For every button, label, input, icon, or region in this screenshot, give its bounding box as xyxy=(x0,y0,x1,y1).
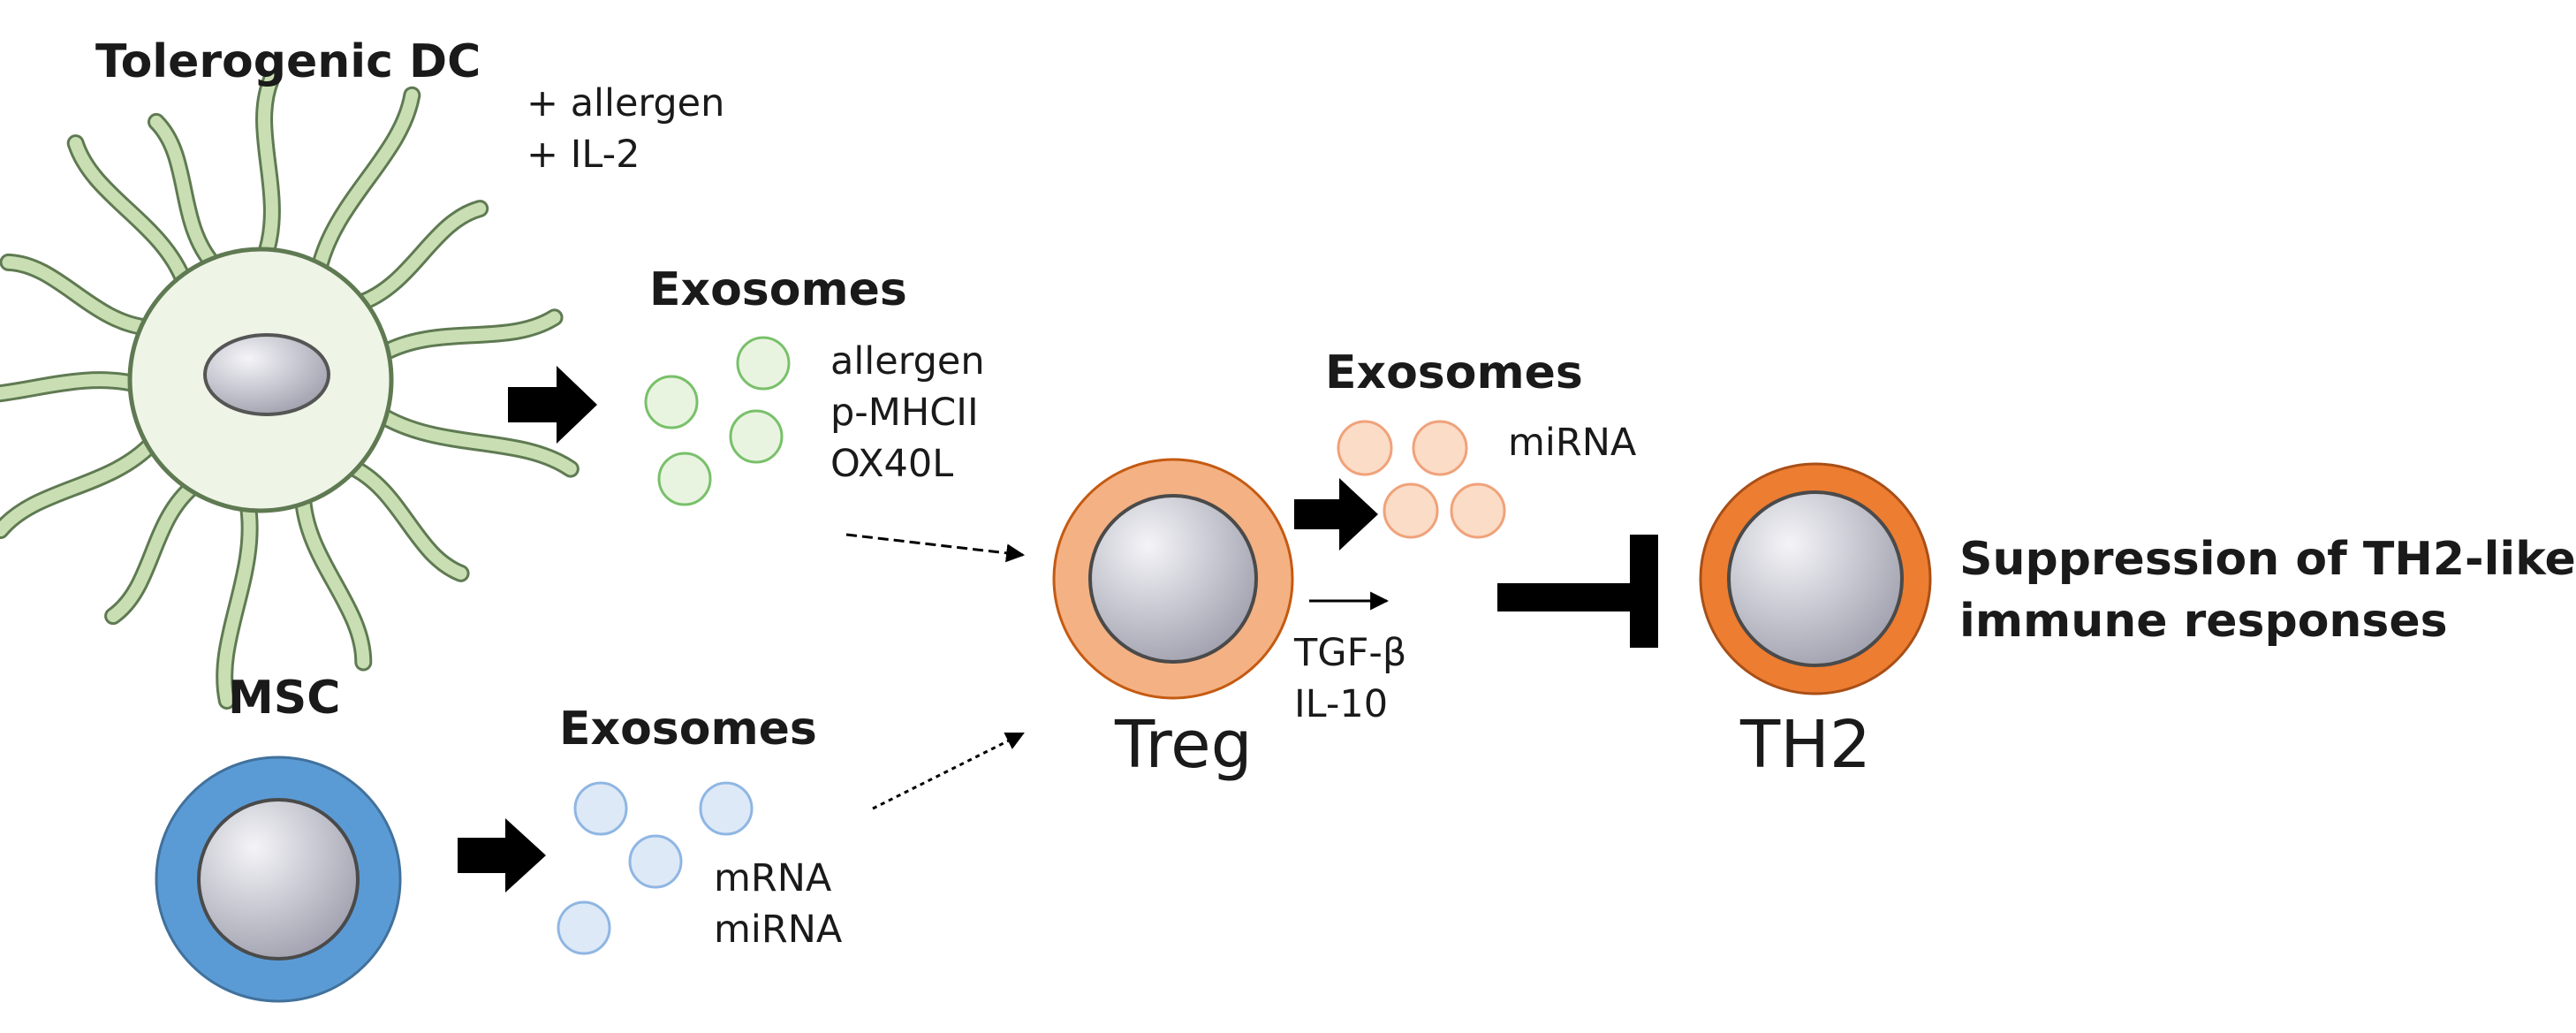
msc-to-exosomes-arrow xyxy=(458,818,546,892)
tolerogenic-dc-title: Tolerogenic DC xyxy=(95,35,481,88)
cargo-p-mhcii: p-MHCII xyxy=(830,391,979,436)
factor-il10: IL-10 xyxy=(1294,682,1389,727)
outcome-line-1: Suppression of TH2-like xyxy=(1959,533,2576,586)
dc-dendrite xyxy=(69,137,191,289)
factor-tgf-beta: TGF-β xyxy=(1294,631,1407,675)
cargo-mrna: mRNA xyxy=(714,856,832,900)
dc-dendrite xyxy=(258,73,278,263)
msc-nucleus xyxy=(197,798,360,961)
dc-dendrite xyxy=(218,497,256,707)
dc-dendrite xyxy=(312,88,419,277)
outcome-text: Suppression of TH2-like immune responses xyxy=(1959,528,2576,652)
dc-dendrite xyxy=(149,115,221,272)
dc-dendrite xyxy=(0,374,144,400)
msc-cell xyxy=(155,756,402,1003)
dc-exosome xyxy=(736,336,791,391)
cargo-ox40l: OX40L xyxy=(830,442,954,487)
th2-label: TH2 xyxy=(1740,707,1871,783)
treg-nucleus xyxy=(1088,494,1258,664)
msc-exosome-cargo: mRNA miRNA xyxy=(714,853,842,955)
msc-exosome-cluster xyxy=(557,781,754,955)
dc-conditions: + allergen + IL-2 xyxy=(527,78,724,180)
dc-dendrite xyxy=(296,490,370,669)
dc-dendrite xyxy=(352,202,487,310)
dc-exosome xyxy=(729,409,784,464)
immune-pathway-diagram: Tolerogenic DC + allergen + IL-2 Exosome… xyxy=(0,35,2576,1003)
dc-nucleus xyxy=(203,333,330,416)
dc-dendrite xyxy=(373,407,577,475)
dc-dendrite xyxy=(107,478,201,623)
dc-dendrite xyxy=(343,460,467,580)
tolerogenic-dc-cell xyxy=(0,71,580,710)
inhibition-symbol xyxy=(1497,535,1658,648)
treg-exosome xyxy=(1412,420,1468,476)
msc-exosome xyxy=(557,900,611,955)
treg-exosome xyxy=(1450,482,1506,539)
msc-exosome xyxy=(628,834,683,889)
dc-condition-il2: + IL-2 xyxy=(527,133,640,178)
dc-exosomes-title: Exosomes xyxy=(649,263,907,316)
dc-dendrite xyxy=(2,255,155,334)
dc-condition-allergen: + allergen xyxy=(527,81,725,125)
treg-secreted-factors: TGF-β IL-10 xyxy=(1294,627,1406,730)
dc-to-exosomes-arrow xyxy=(508,366,597,444)
dc-exosome-cluster xyxy=(644,336,791,506)
treg-exosome xyxy=(1383,482,1439,539)
treg-cell xyxy=(1052,458,1294,700)
treg-exosomes-title: Exosomes xyxy=(1325,346,1583,399)
msc-exosome xyxy=(699,781,754,836)
inhibition-bar xyxy=(1630,535,1658,648)
treg-exosome-cluster xyxy=(1337,420,1506,539)
dc-exosome xyxy=(657,452,712,506)
inhibition-line xyxy=(1497,583,1643,611)
msc-exosome xyxy=(573,781,628,836)
treg-label: Treg xyxy=(1115,707,1253,783)
msc-title: MSC xyxy=(228,672,341,725)
cargo-allergen: allergen xyxy=(830,339,985,384)
th2-cell xyxy=(1699,462,1932,695)
treg-exosome xyxy=(1337,420,1393,476)
dc-dendrite xyxy=(0,436,160,536)
th2-nucleus xyxy=(1727,490,1904,667)
outcome-line-2: immune responses xyxy=(1959,595,2448,649)
dc-exosomes-to-treg-arrow xyxy=(845,533,1026,563)
dc-dendrite xyxy=(375,311,561,361)
treg-to-exosomes-arrow xyxy=(1294,478,1378,551)
diagram-canvas xyxy=(0,71,1932,1003)
msc-exosomes-to-treg-arrow xyxy=(872,732,1025,810)
msc-exosomes-title: Exosomes xyxy=(559,703,817,756)
cargo-mirna: miRNA xyxy=(714,908,843,953)
dc-dendrites xyxy=(0,71,580,710)
dc-exosome-cargo: allergen p-MHCII OX40L xyxy=(830,336,985,490)
dc-exosome xyxy=(644,375,699,429)
treg-exosome-cargo-mirna: miRNA xyxy=(1508,421,1637,465)
